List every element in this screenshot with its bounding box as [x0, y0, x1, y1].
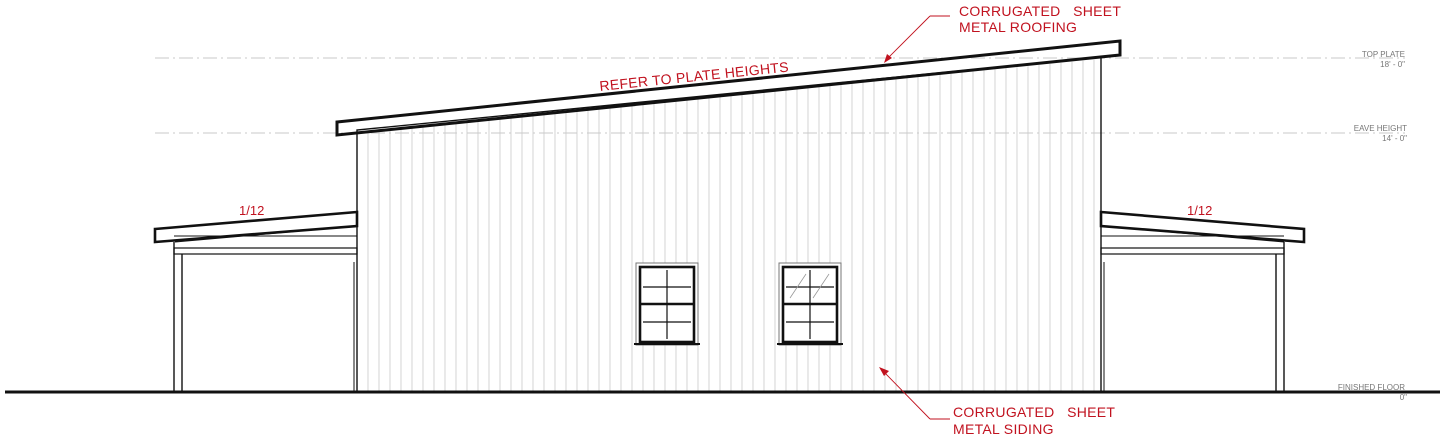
siding-leader	[879, 367, 950, 420]
main-roof	[335, 39, 1122, 137]
finished-floor-value: 0"	[1400, 393, 1407, 402]
eave-height-label: EAVE HEIGHT	[1354, 124, 1407, 133]
siding-note-line2: METAL SIDING	[953, 421, 1054, 437]
window-left	[634, 262, 700, 346]
right-lean-to-roof	[1099, 210, 1306, 244]
top-plate-value: 18' - 0"	[1380, 60, 1405, 69]
slope-label-left: 1/12	[239, 203, 264, 218]
roofing-leader	[884, 15, 950, 63]
roofing-note-line1: CORRUGATED SHEET	[959, 3, 1121, 19]
top-plate-label: TOP PLATE	[1362, 50, 1405, 59]
right-lean-to	[1099, 210, 1306, 392]
siding-note-line1: CORRUGATED SHEET	[953, 404, 1115, 420]
roofing-note-line2: METAL ROOFING	[959, 19, 1077, 35]
left-lean-to	[153, 210, 359, 392]
siding-panel-lines	[367, 59, 1095, 391]
finished-floor-label: FINISHED FLOOR	[1338, 383, 1405, 392]
plate-heights-note: REFER TO PLATE HEIGHTS	[599, 59, 790, 94]
slope-label-right: 1/12	[1187, 203, 1212, 218]
eave-height-value: 14' - 0"	[1382, 134, 1407, 143]
window-right	[777, 262, 843, 346]
